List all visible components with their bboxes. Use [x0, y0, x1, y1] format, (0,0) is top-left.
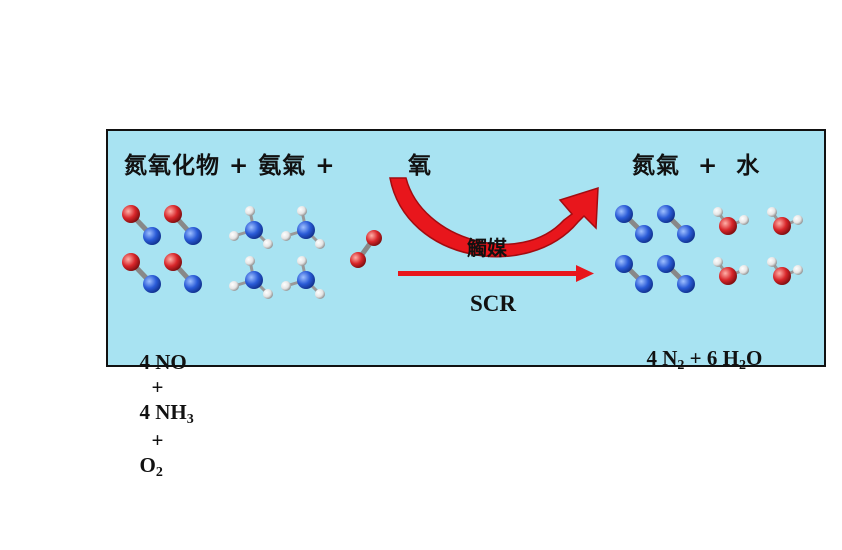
- n2-molecule: [657, 255, 695, 293]
- scr-label: SCR: [470, 291, 517, 316]
- eq-n2-subscript: 2: [677, 358, 685, 373]
- eq-nh3-subscript: 3: [186, 412, 194, 427]
- n2-molecule: [615, 205, 653, 243]
- eq-h2o-subscript: 2: [738, 358, 746, 373]
- products-word-label: 氮氣 + 水: [632, 153, 761, 179]
- n2-molecule: [615, 255, 653, 293]
- reactants-word-label: 氮氧化物 + 氨氣 +: [124, 153, 345, 179]
- catalyst-label: 觸媒: [467, 236, 507, 260]
- eq-h2o: + 6 H: [684, 346, 739, 370]
- n2-molecule: [657, 205, 695, 243]
- nh3-molecule: [229, 256, 273, 299]
- eq-h2o-tail: O: [745, 346, 763, 370]
- nh3-molecule: [281, 256, 325, 299]
- oxygen-word-label: 氧: [408, 153, 432, 179]
- eq-n2: 4 N: [646, 346, 678, 370]
- o2-molecule: [350, 230, 382, 268]
- h2o-molecule: [713, 207, 749, 235]
- products-equation: 4 N2 + 6 H2O: [636, 321, 763, 374]
- no-molecule: [164, 205, 202, 245]
- h2o-molecule: [767, 207, 803, 235]
- curved-arrow: [389, 177, 599, 258]
- h2o-molecule: [713, 257, 749, 285]
- eq-plus: +: [151, 375, 164, 399]
- nh3-molecule: [281, 206, 325, 249]
- eq-o2: O: [139, 453, 156, 477]
- eq-plus: +: [151, 428, 164, 452]
- eq-nh3: 4 NH: [139, 400, 187, 424]
- straight-arrow: [398, 265, 594, 282]
- nh3-molecule: [229, 206, 273, 249]
- no-molecule: [122, 205, 161, 245]
- no-molecule: [122, 253, 161, 293]
- h2o-molecule: [767, 257, 803, 285]
- eq-o2-subscript: 2: [155, 465, 163, 480]
- no-molecule: [164, 253, 202, 293]
- eq-no: 4 NO: [139, 350, 187, 374]
- reactants-equation: 4 NO + 4 NH3 + O2: [129, 325, 194, 481]
